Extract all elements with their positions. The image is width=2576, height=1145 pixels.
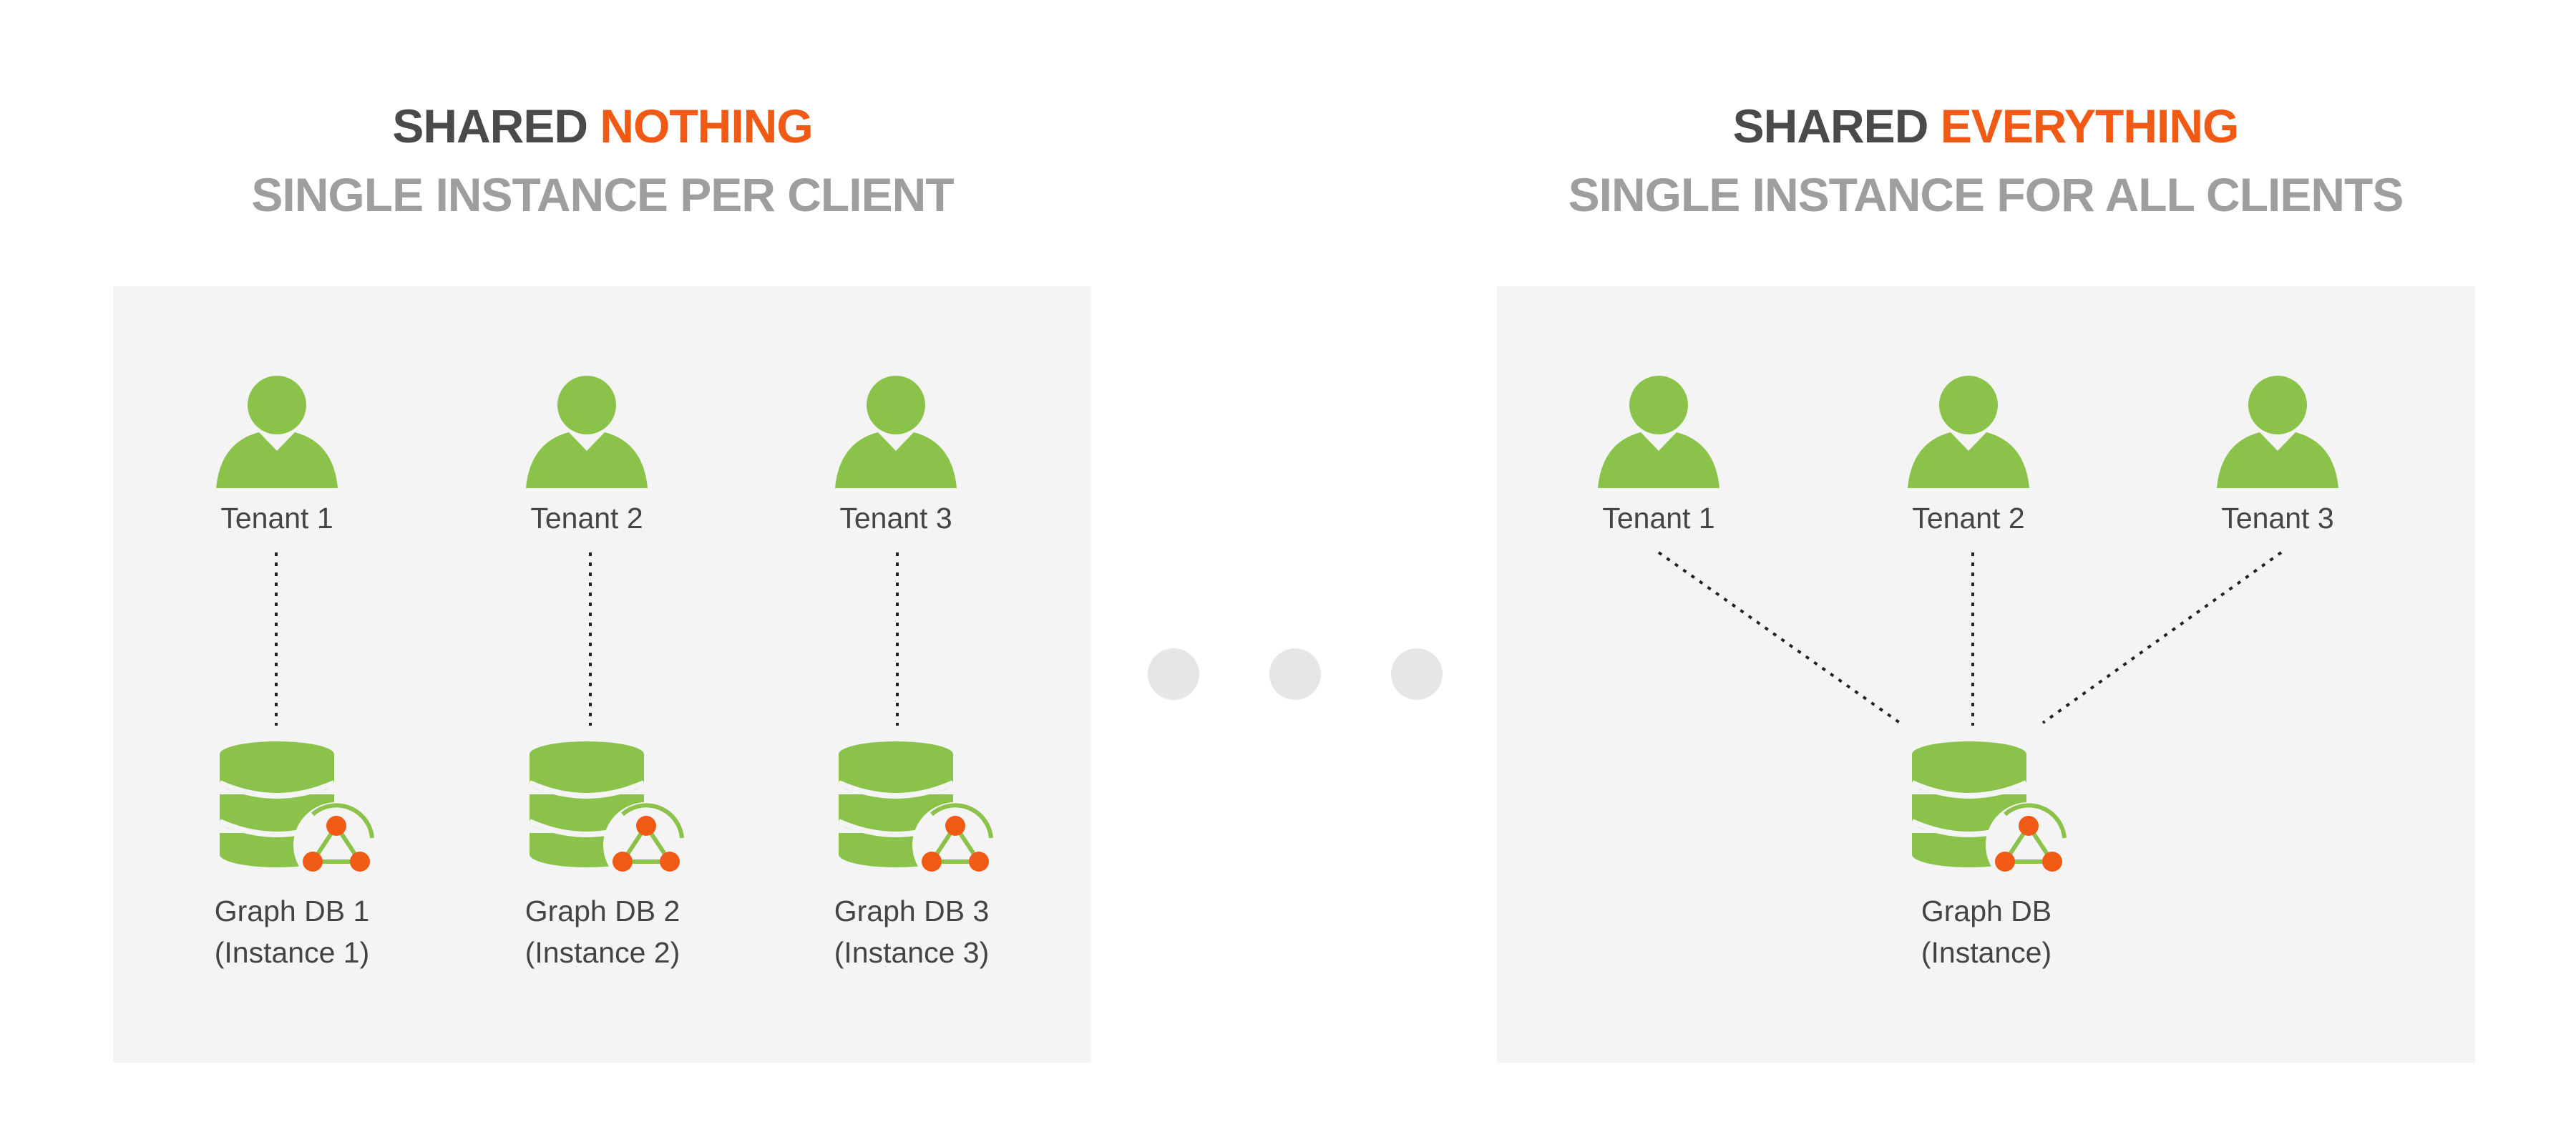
database-label: Graph DB 2 (Instance 2)	[474, 890, 731, 973]
database-instance: (Instance 2)	[525, 936, 680, 969]
separator-dots	[1148, 648, 1443, 700]
right-title-accent: EVERYTHING	[1940, 99, 2240, 152]
separator-dot-2	[1269, 648, 1321, 700]
left-heading: SHARED NOTHING SINGLE INSTANCE PER CLIEN…	[102, 92, 1103, 229]
database-instance: (Instance 1)	[214, 936, 370, 969]
tenant-label: Tenant 1	[1602, 502, 1715, 535]
tenant-label: Tenant 1	[220, 502, 333, 535]
user-icon	[526, 376, 648, 488]
left-title-accent: NOTHING	[600, 99, 813, 152]
database-label: Graph DB (Instance)	[1858, 890, 2115, 973]
right-subtitle: SINGLE INSTANCE FOR ALL CLIENTS	[1568, 168, 2404, 221]
user-icon	[1908, 376, 2029, 488]
graph-database-icon	[837, 741, 998, 874]
separator-dot-3	[1391, 648, 1443, 700]
connector-right-1	[1657, 551, 1901, 724]
left-subtitle: SINGLE INSTANCE PER CLIENT	[251, 168, 954, 221]
database-name: Graph DB 1	[214, 895, 370, 927]
connector-right-3	[2041, 551, 2283, 724]
user-icon	[1598, 376, 1719, 488]
left-title-prefix: SHARED	[392, 99, 588, 152]
separator-dot-1	[1148, 648, 1199, 700]
graph-database-icon	[218, 741, 379, 874]
right-heading: SHARED EVERYTHING SINGLE INSTANCE FOR AL…	[1485, 92, 2487, 229]
database-name: Graph DB	[1921, 895, 2052, 927]
database-name: Graph DB 3	[834, 895, 990, 927]
user-icon	[216, 376, 338, 488]
user-icon	[835, 376, 957, 488]
graph-database-icon	[528, 741, 689, 874]
tenant-label: Tenant 3	[839, 502, 952, 535]
tenant-label: Tenant 2	[1912, 502, 2025, 535]
database-instance: (Instance 3)	[834, 936, 990, 969]
database-name: Graph DB 2	[525, 895, 680, 927]
tenant-label: Tenant 3	[2221, 502, 2334, 535]
right-title-prefix: SHARED	[1732, 99, 1929, 152]
database-label: Graph DB 1 (Instance 1)	[163, 890, 421, 973]
user-icon	[2217, 376, 2338, 488]
database-instance: (Instance)	[1921, 936, 2052, 969]
graph-database-icon	[1911, 741, 2072, 874]
database-label: Graph DB 3 (Instance 3)	[783, 890, 1040, 973]
tenant-label: Tenant 2	[530, 502, 643, 535]
